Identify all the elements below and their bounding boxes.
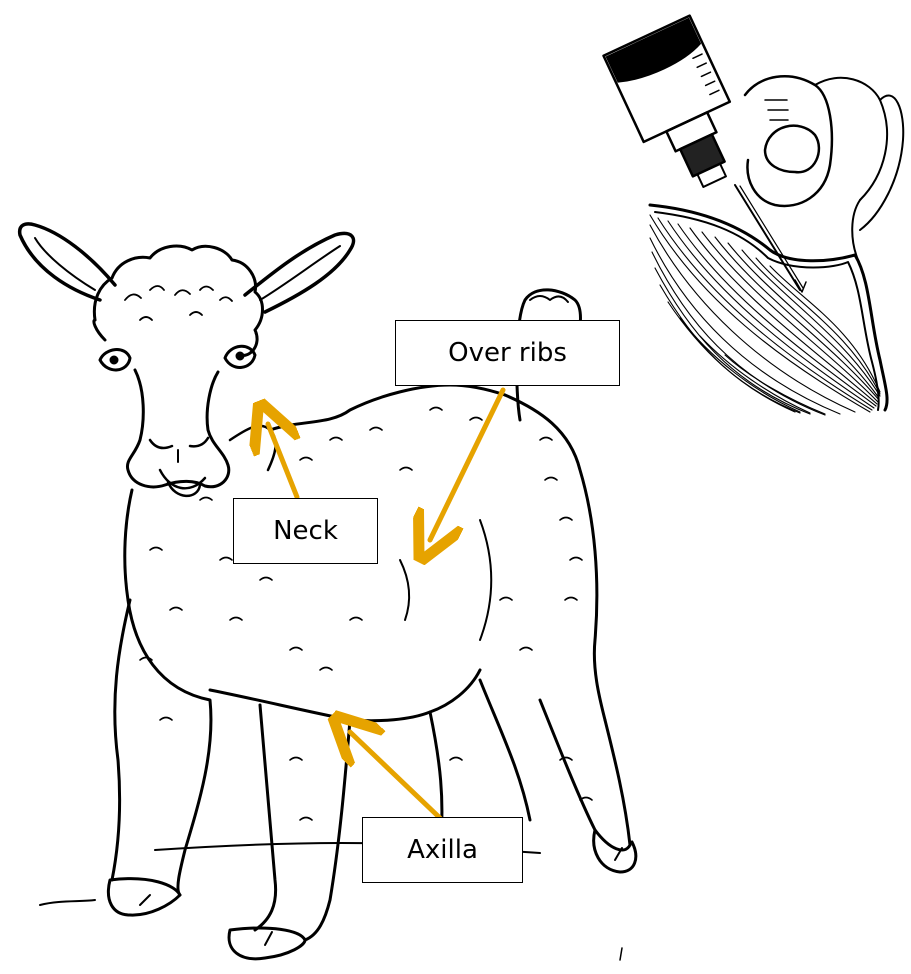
label-neck: Neck bbox=[233, 498, 378, 564]
syringe-injection-inset bbox=[604, 16, 904, 415]
label-axilla: Axilla bbox=[362, 817, 523, 883]
arrows bbox=[268, 390, 503, 818]
label-over-ribs: Over ribs bbox=[395, 320, 620, 386]
arrow-over-ribs bbox=[430, 390, 503, 540]
arrow-axilla bbox=[350, 732, 440, 818]
